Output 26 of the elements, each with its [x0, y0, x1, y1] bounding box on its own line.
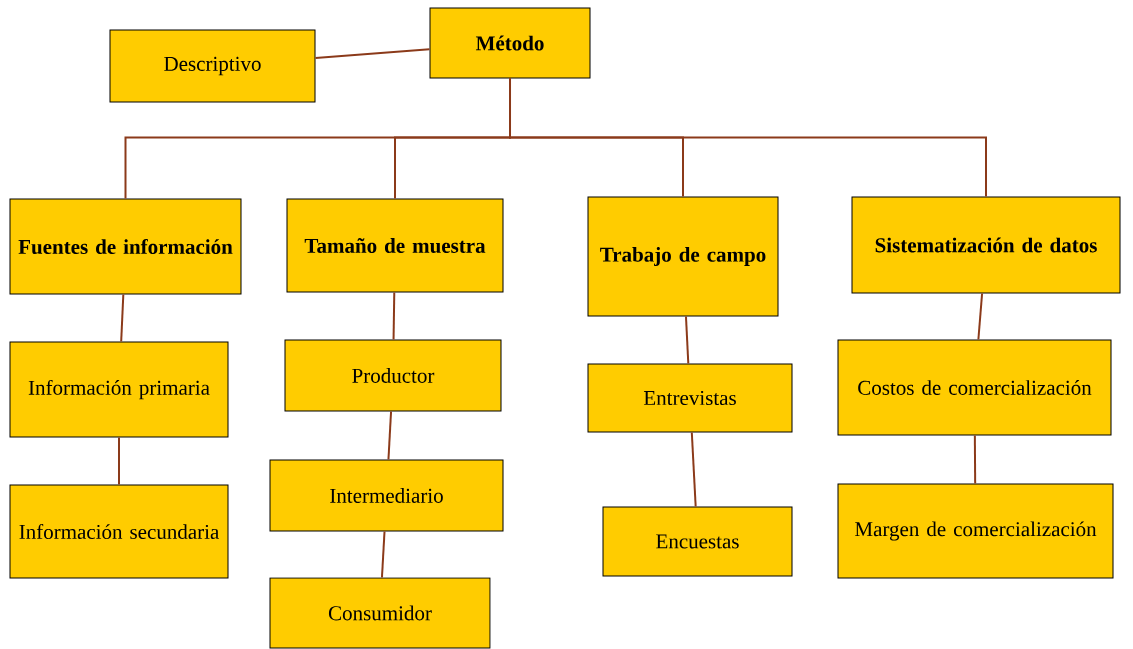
heading-box: Tamaño de muestra: [286, 198, 504, 293]
heading-box: Método: [429, 7, 591, 79]
connector-line: [314, 48, 431, 60]
item-box: Descriptivo: [109, 29, 316, 103]
connector-line: [977, 292, 984, 341]
connector-line: [387, 410, 393, 461]
heading-box: Fuentes de información: [9, 198, 242, 295]
item-box: Consumidor: [269, 577, 491, 649]
connector-line: [380, 530, 386, 579]
connector-line: [690, 431, 697, 508]
heading-box: Sistematización de datos: [851, 196, 1121, 294]
connector-line: [509, 77, 987, 198]
item-box: Información secundaria: [9, 484, 229, 579]
item-box: Entrevistas: [587, 363, 793, 433]
connector-line: [118, 436, 120, 486]
item-box: Margen de comercialización: [837, 483, 1114, 579]
connector-line: [120, 293, 125, 343]
connector-line: [973, 434, 977, 485]
item-box: Intermediario: [269, 459, 504, 532]
item-box: Información primaria: [9, 341, 229, 438]
heading-box: Trabajo de campo: [587, 196, 779, 317]
item-box: Productor: [284, 339, 502, 412]
connector-line: [392, 291, 396, 341]
item-box: Costos de comercialización: [837, 339, 1112, 436]
connector-line: [684, 315, 690, 365]
item-box: Encuestas: [602, 506, 793, 577]
